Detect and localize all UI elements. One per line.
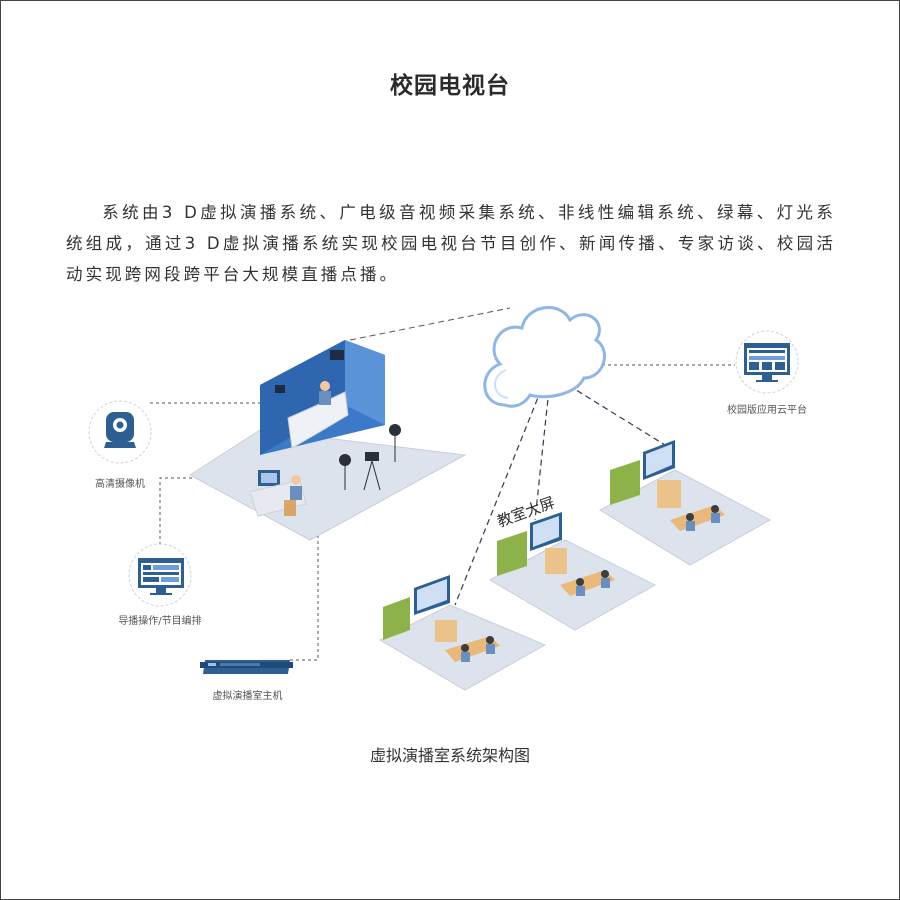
host-machine-icon bbox=[200, 660, 293, 674]
studio-lights bbox=[339, 424, 401, 491]
presenter bbox=[320, 381, 330, 391]
cloud-platform-icon bbox=[735, 330, 799, 394]
diagram-caption: 虚拟演播室系统架构图 bbox=[369, 746, 530, 765]
line-cloud-platform bbox=[591, 345, 735, 366]
director-monitor-icon bbox=[128, 543, 192, 607]
line-director-studio bbox=[159, 477, 205, 545]
host-label: 虚拟演播室主机 bbox=[212, 691, 283, 702]
studio-light bbox=[330, 350, 344, 360]
cloud-platform-label: 校园版应用云平台 bbox=[727, 405, 807, 416]
classroom-2 bbox=[488, 512, 657, 631]
line-cloud-classroom1 bbox=[454, 379, 546, 606]
cloud-icon bbox=[483, 306, 606, 408]
operator bbox=[291, 475, 301, 485]
camera-label: 高清摄像机 bbox=[95, 479, 145, 490]
line-studio-cloud bbox=[349, 307, 511, 341]
classroom-links bbox=[454, 379, 666, 606]
line-host-studio bbox=[290, 535, 319, 661]
page-title: 校园电视台 bbox=[390, 73, 510, 99]
classroom-1 bbox=[378, 575, 547, 691]
director-label: 导播操作/节目编排 bbox=[118, 616, 202, 627]
camera-icon bbox=[88, 400, 152, 464]
line-cloud-classroom2 bbox=[534, 379, 551, 521]
intro-paragraph: 系统由3 D虚拟演播系统、广电级音视频采集系统、非线性编辑系统、绿幕、灯光系统组… bbox=[66, 197, 836, 290]
line-cloud-classroom3 bbox=[559, 379, 666, 446]
classroom-3 bbox=[598, 440, 772, 566]
studio-light bbox=[275, 385, 285, 393]
intro-text: 系统由3 D虚拟演播系统、广电级音视频采集系统、非线性编辑系统、绿幕、灯光系统组… bbox=[66, 203, 836, 284]
studio-illustration bbox=[189, 340, 467, 541]
